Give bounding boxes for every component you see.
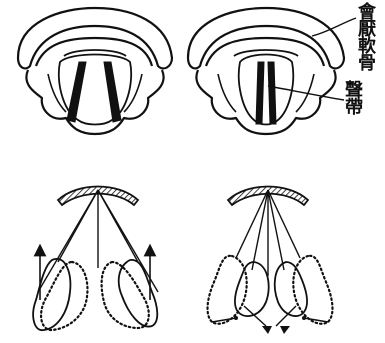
vocal-cord-left-open [67,62,86,122]
larynx-closed-view [188,8,344,134]
arytenoid-left-dotted [41,262,87,330]
arytenoid-right-dotted [293,256,332,324]
epiglottis-inner-rim [36,38,152,66]
larynx-open-view [18,8,172,134]
arytenoid-right-dotted [102,262,149,328]
arytenoid-right-solid [275,262,307,316]
vocal-cord-right-open [104,62,121,122]
epiglottis-label: 會厭軟骨 [356,2,374,70]
epiglottis-inner-rim [206,38,324,66]
muscle-anchor-right [280,326,290,334]
arytenoid-adduction-view [208,187,333,335]
arytenoid-abduction-view [33,187,158,331]
vocal-cord-left-closed [256,62,264,124]
muscle-anchor-left [262,326,272,334]
vocal-cord-right-closed [268,62,276,124]
vocal-cords-label: 聲帶 [343,80,361,114]
